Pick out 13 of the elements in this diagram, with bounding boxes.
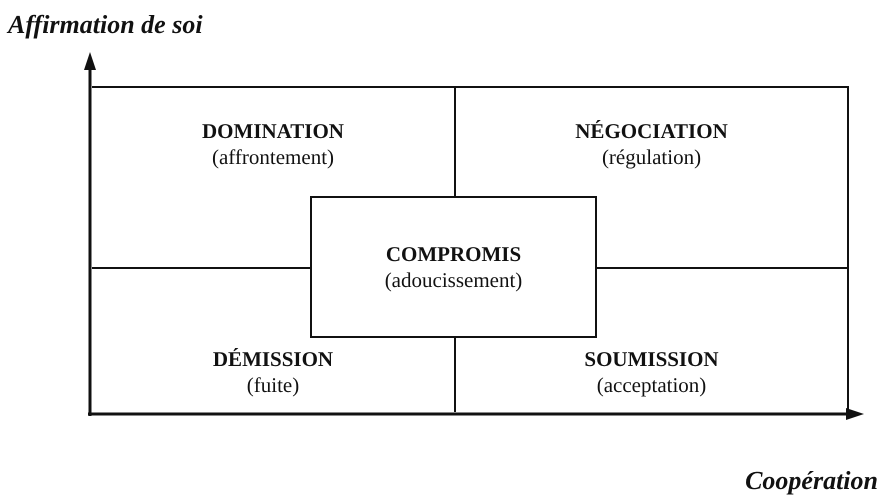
quadrant-title: NÉGOCIATION (575, 118, 728, 144)
quadrant-subtitle: (acceptation) (596, 372, 706, 398)
quadrant-subtitle: (affrontement) (212, 144, 334, 170)
center-box (310, 196, 597, 338)
quadrant-title: COMPROMIS (386, 241, 522, 267)
quadrant-subtitle: (adoucissement) (384, 267, 522, 293)
quadrant-subtitle: (régulation) (602, 144, 702, 170)
axis-title: Affirmation de soi (8, 10, 203, 40)
quadrant-title: SOUMISSION (584, 346, 719, 372)
quadrant-title: DÉMISSION (212, 346, 334, 372)
quadrant-subtitle: (fuite) (246, 372, 300, 398)
quadrant-title: DOMINATION (202, 118, 344, 144)
axis-title: Coopération (745, 466, 878, 496)
